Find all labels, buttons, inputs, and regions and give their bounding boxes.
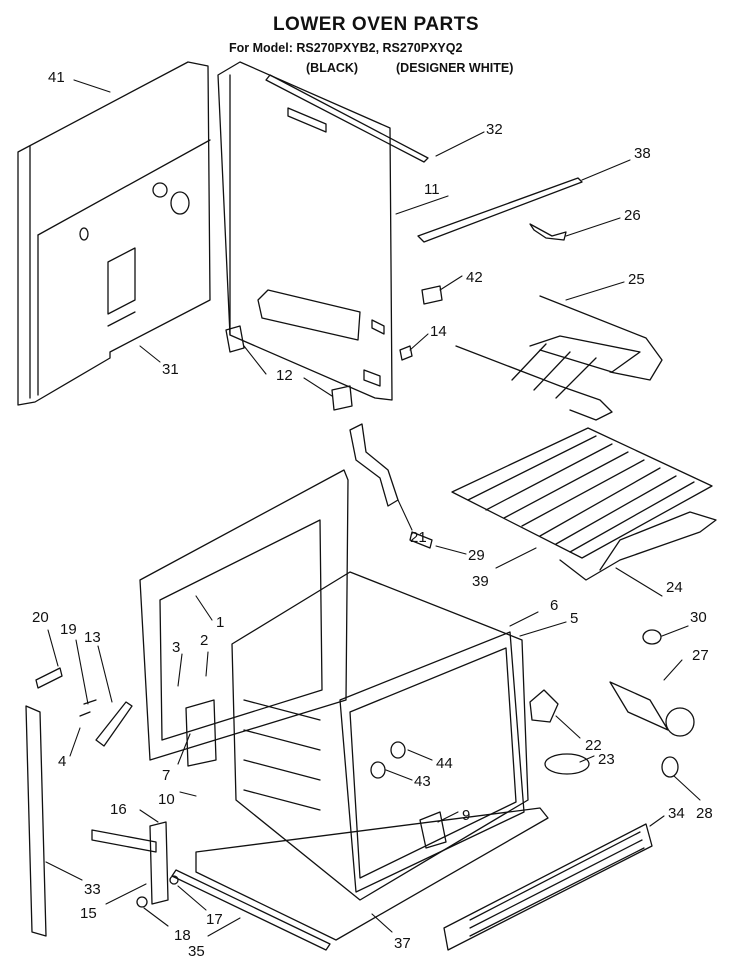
part-11-rear-panel bbox=[217, 61, 393, 401]
callout-7: 7 bbox=[162, 767, 170, 784]
part-34-vent-grille bbox=[443, 823, 653, 951]
part-41-side-panel bbox=[17, 61, 211, 406]
diagram-title: LOWER OVEN PARTS bbox=[272, 14, 480, 35]
variant-white: (DESIGNER WHITE) bbox=[396, 61, 514, 75]
part-32-strip bbox=[265, 74, 429, 163]
callout-33: 33 bbox=[84, 881, 101, 898]
callout-24: 24 bbox=[666, 579, 683, 596]
callout-29: 29 bbox=[468, 547, 485, 564]
part-12-blocks bbox=[225, 325, 353, 411]
part-44-plug bbox=[390, 741, 406, 759]
callout-17: 17 bbox=[206, 911, 223, 928]
part-38-strip bbox=[417, 177, 583, 243]
callout-25: 25 bbox=[628, 271, 645, 288]
part-1-front-frame bbox=[139, 469, 349, 761]
callout-22: 22 bbox=[585, 737, 602, 754]
callout-19: 19 bbox=[60, 621, 77, 638]
part-14-clip bbox=[399, 345, 413, 361]
variant-black: (BLACK) bbox=[306, 61, 359, 75]
callout-5: 5 bbox=[570, 610, 578, 627]
callout-6: 6 bbox=[550, 597, 558, 614]
callout-37: 37 bbox=[394, 935, 411, 952]
callout-32: 32 bbox=[486, 121, 503, 138]
part-23-cover bbox=[544, 753, 590, 775]
callout-11: 11 bbox=[424, 181, 440, 198]
part-29-fitting bbox=[409, 531, 433, 549]
callout-39: 39 bbox=[472, 573, 489, 590]
part-39-oven-rack bbox=[451, 427, 713, 559]
callout-44: 44 bbox=[436, 755, 453, 772]
callout-12: 12 bbox=[276, 367, 293, 384]
part-27-light-assembly bbox=[609, 681, 695, 737]
part-35-strip bbox=[171, 869, 331, 951]
part-21-tube bbox=[349, 423, 399, 507]
part-26-bracket bbox=[529, 223, 567, 241]
callout-38: 38 bbox=[634, 145, 651, 162]
part-25-broil-element bbox=[455, 295, 663, 421]
callout-23: 23 bbox=[598, 751, 615, 768]
callout-35: 35 bbox=[188, 943, 205, 960]
callout-42: 42 bbox=[466, 269, 483, 286]
callout-13: 13 bbox=[84, 629, 101, 646]
callout-30: 30 bbox=[690, 609, 707, 626]
callout-10: 10 bbox=[158, 791, 175, 808]
callout-15: 15 bbox=[80, 905, 97, 922]
callout-9: 9 bbox=[462, 807, 470, 824]
callout-20: 20 bbox=[32, 609, 49, 626]
callout-16: 16 bbox=[110, 801, 127, 818]
part-43-plug bbox=[370, 761, 386, 779]
part-5-oven-cavity bbox=[231, 571, 529, 901]
callout-41: 41 bbox=[48, 69, 65, 86]
model-line: For Model: RS270PXYB2, RS270PXYQ2 bbox=[229, 41, 463, 55]
callout-14: 14 bbox=[430, 323, 447, 340]
callout-4: 4 bbox=[58, 753, 66, 770]
callout-2: 2 bbox=[200, 632, 208, 649]
part-37-bottom-panel bbox=[195, 807, 549, 941]
callout-27: 27 bbox=[692, 647, 709, 664]
part-42-plate bbox=[421, 285, 443, 305]
callout-43: 43 bbox=[414, 773, 431, 790]
part-24-bake-element bbox=[559, 511, 717, 581]
callout-26: 26 bbox=[624, 207, 641, 224]
part-9-bracket bbox=[419, 811, 447, 849]
callout-28: 28 bbox=[696, 805, 713, 822]
leader-lines bbox=[45, 79, 701, 937]
corner-mark: ' bbox=[742, 0, 745, 8]
callout-3: 3 bbox=[172, 639, 180, 656]
part-33-strip bbox=[25, 705, 47, 937]
callout-1: 1 bbox=[216, 614, 224, 631]
callout-34: 34 bbox=[668, 805, 685, 822]
callout-31: 31 bbox=[162, 361, 179, 378]
callout-18: 18 bbox=[174, 927, 191, 944]
part-28-bulb bbox=[661, 756, 679, 778]
part-22-fitting bbox=[529, 689, 559, 723]
part-30-ring bbox=[642, 629, 662, 645]
hinge-assembly bbox=[35, 667, 217, 908]
callout-21: 21 bbox=[410, 529, 427, 546]
